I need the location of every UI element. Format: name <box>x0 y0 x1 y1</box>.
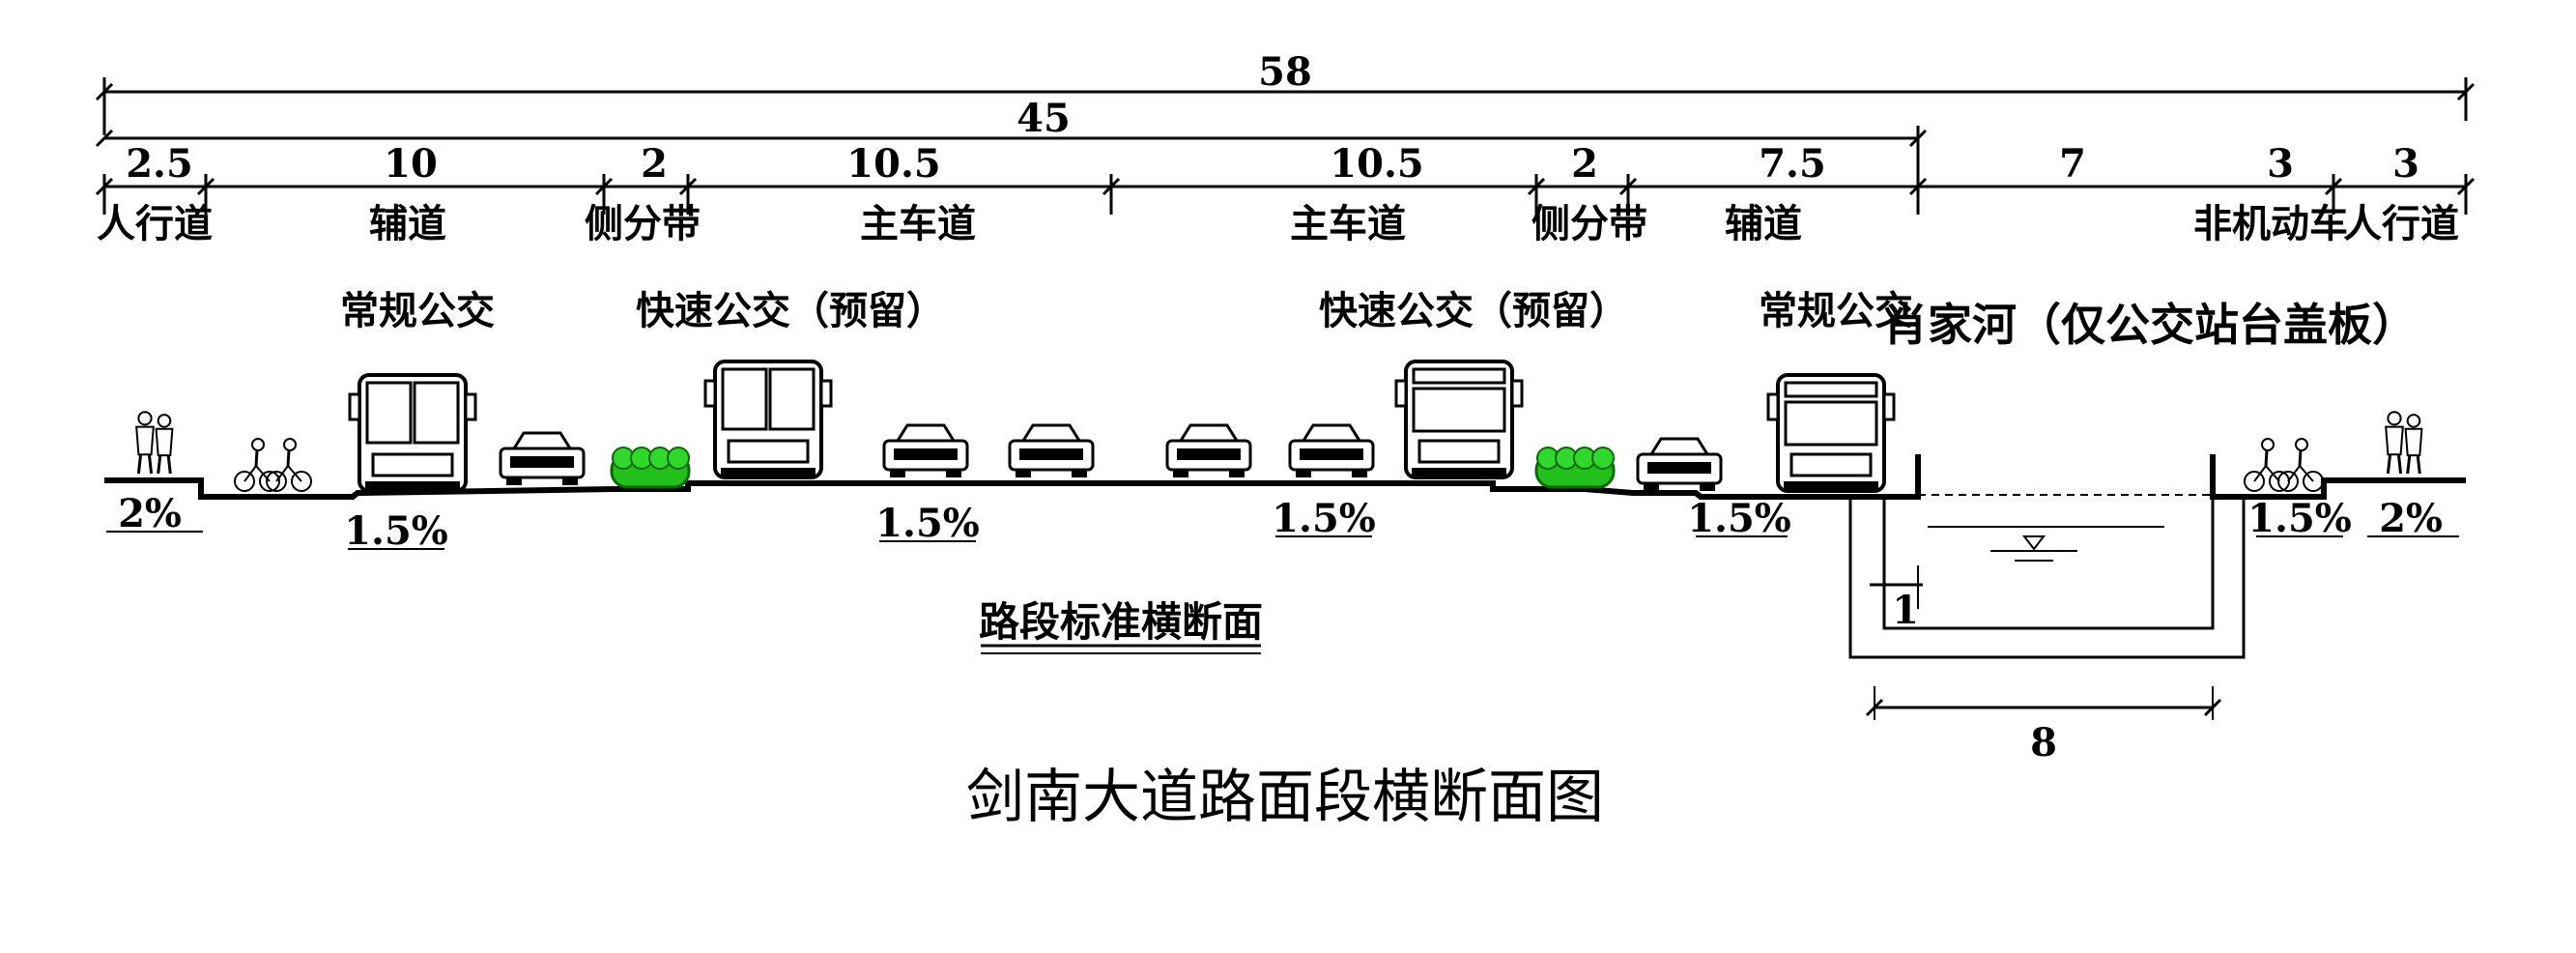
pedestrian-icon <box>2404 414 2423 475</box>
cyclist-icon <box>2277 438 2324 492</box>
dim-tick-slash <box>1102 177 1121 196</box>
divider-shrub-right-icon <box>1534 447 1616 489</box>
pedestrian-icon <box>135 411 155 475</box>
right-sidewalk-surface <box>2210 454 2466 500</box>
zone-aux-road-left: 辅道 <box>369 201 446 246</box>
seg-width-6: 2 <box>1571 141 1598 187</box>
seg-width-5: 10.5 <box>1330 141 1423 187</box>
slope-3: 1.5% <box>875 501 980 546</box>
zone-labels: 人行道 辅道 侧分带 主车道 主车道 侧分带 辅道 非机动车 人行道 <box>97 201 2459 246</box>
segment-dimensions: 2.5 10 2 10.5 10.5 2 7.5 7 3 3 <box>95 141 2476 215</box>
zone-sidewalk-right: 人行道 <box>2343 201 2459 246</box>
zone-bike-lane: 非机动车 <box>2193 201 2348 246</box>
total-width-label: 58 <box>1258 49 1312 95</box>
slope-5: 1.5% <box>1687 496 1791 541</box>
slope-6: 1.5% <box>2247 496 2352 541</box>
dim-tick-slash <box>196 177 215 196</box>
bus-label-regular-left: 常规公交 <box>340 288 495 333</box>
dim-tick-slash <box>594 177 614 196</box>
divider-shrub-left-icon <box>610 447 691 489</box>
bus-label-regular-right: 常规公交 <box>1759 288 1913 333</box>
total-dimension: 58 <box>95 49 2476 135</box>
zone-aux-road-right: 辅道 <box>1725 201 1802 246</box>
seg-width-7: 7.5 <box>1759 141 1826 187</box>
slope-4: 1.5% <box>1272 496 1376 541</box>
seg-width-4: 10.5 <box>846 141 940 187</box>
cyclist-icon <box>2244 438 2290 492</box>
regular-bus-left-icon <box>348 373 477 493</box>
brt-bus-right-icon <box>1394 360 1524 479</box>
slope-labels: 2% 1.5% 1.5% 1.5% 1.5% 1.5% 2% <box>106 491 2459 554</box>
brt-bus-left-icon <box>703 360 833 479</box>
slope-2: 1.5% <box>344 508 448 554</box>
zone-divider-right: 侧分带 <box>1531 201 1647 246</box>
car-icon <box>499 431 586 485</box>
road-width-label: 45 <box>1016 96 1071 141</box>
car-icon <box>1288 423 1375 477</box>
road-dimension: 45 <box>95 96 1928 213</box>
cyclist-icon <box>266 438 312 492</box>
slope-1: 2% <box>118 491 182 536</box>
seg-width-8: 7 <box>2059 141 2086 187</box>
seg-width-3: 2 <box>641 141 668 187</box>
cyclist-icon <box>234 438 280 492</box>
zone-divider-left: 侧分带 <box>585 201 701 246</box>
dim-tick-slash <box>95 177 114 196</box>
car-icon <box>1636 437 1723 491</box>
road-surface <box>104 454 1921 500</box>
canal-width-dim: 8 <box>2030 720 2057 765</box>
seg-width-1: 2.5 <box>126 141 193 187</box>
dim-tick-slash <box>1618 177 1638 196</box>
car-icon <box>882 423 969 477</box>
zone-main-road-left: 主车道 <box>860 201 976 246</box>
slope-7: 2% <box>2379 496 2443 541</box>
seg-width-10: 3 <box>2392 141 2419 187</box>
car-icon <box>1008 423 1095 477</box>
bus-label-brt-right: 快速公交（预留） <box>1319 288 1628 333</box>
car-icon <box>1165 423 1252 477</box>
dim-tick-slash <box>2324 177 2343 196</box>
figure-caption: 剑南大道路面段横断面图 <box>966 764 1604 831</box>
dim-tick-slash <box>1527 177 1546 196</box>
pedestrian-icon <box>2385 411 2404 475</box>
dim-tick-slash <box>678 177 698 196</box>
bus-label-brt-left: 快速公交（预留） <box>636 288 945 333</box>
canal: 1 8 <box>1848 494 2246 765</box>
regular-bus-right-icon <box>1766 373 1896 493</box>
zone-sidewalk-left: 人行道 <box>97 201 213 246</box>
pedestrian-icon <box>155 414 174 475</box>
dim-tick-slash <box>2456 177 2476 196</box>
river-label: 肖家河（仅公交站台盖板） <box>1883 299 2417 351</box>
dim-tick-slash <box>1908 177 1928 196</box>
section-title: 路段标准横断面 <box>979 598 1263 646</box>
seg-width-2: 10 <box>384 141 438 187</box>
zone-main-road-right: 主车道 <box>1290 201 1406 246</box>
canal-wall-dim: 1 <box>1892 588 1919 633</box>
seg-width-9: 3 <box>2267 141 2294 187</box>
